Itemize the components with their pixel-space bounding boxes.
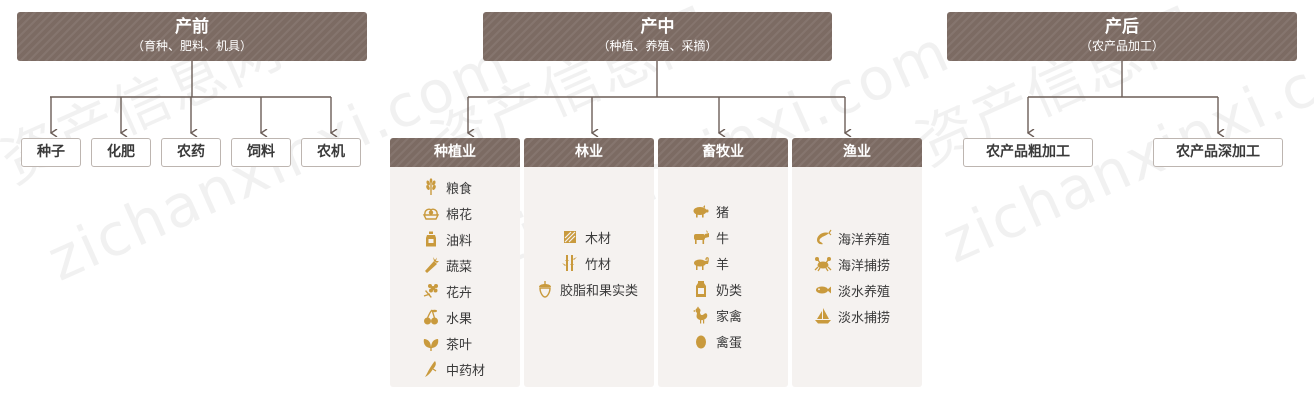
list-item: 淡水捕捞 — [814, 306, 890, 326]
flower-icon — [422, 282, 440, 300]
item-label: 竹材 — [585, 257, 612, 273]
item-label: 水果 — [446, 311, 473, 327]
item-label: 海洋捕捞 — [838, 258, 891, 274]
list-item: 禽蛋 — [692, 331, 742, 351]
item-label: 木材 — [585, 231, 612, 247]
list-item: 粮食 — [422, 177, 472, 197]
item-label: 胶脂和果实类 — [560, 283, 639, 299]
item-label: 中药材 — [446, 363, 486, 379]
item-label: 猪 — [716, 205, 730, 221]
fish-icon — [814, 281, 832, 299]
herb-root-icon — [422, 360, 440, 378]
cherry-icon — [422, 308, 440, 326]
list-item: 海洋捕捞 — [814, 254, 890, 274]
list-item: 胶脂和果实类 — [536, 279, 638, 299]
stage-title: 产后 — [1105, 17, 1139, 37]
pre-item-seed: 种子 — [21, 138, 81, 167]
column-forestry: 林业 木材 竹材 胶脂和果实类 — [524, 138, 654, 387]
list-item: 油料 — [422, 229, 472, 249]
bamboo-icon — [561, 254, 579, 272]
stage-subtitle: （种植、养殖、采摘） — [597, 39, 718, 53]
list-item: 猪 — [692, 201, 729, 221]
list-item: 海洋养殖 — [814, 228, 890, 248]
item-label: 蔬菜 — [446, 259, 473, 275]
stage-subtitle: （农产品加工） — [1079, 39, 1164, 53]
stage-subtitle: （育种、肥料、机具） — [131, 39, 252, 53]
column-title: 畜牧业 — [658, 138, 788, 167]
carrot-icon — [422, 256, 440, 274]
oil-bottle-icon — [422, 230, 440, 248]
item-label: 淡水养殖 — [838, 284, 891, 300]
post-item-deep: 农产品深加工 — [1153, 138, 1283, 167]
cotton-icon — [422, 204, 440, 222]
stage-title: 产中 — [640, 17, 675, 37]
column-planting: 种植业 粮食 棉花 油料 蔬菜 花卉 水果 茶叶 中药材 — [390, 138, 520, 387]
item-label: 茶叶 — [446, 337, 473, 353]
acorn-icon — [536, 280, 554, 298]
list-item: 水果 — [422, 307, 472, 327]
list-item: 家禽 — [692, 305, 742, 325]
item-label: 家禽 — [716, 309, 743, 325]
list-item: 蔬菜 — [422, 255, 472, 275]
sheep-icon — [692, 254, 710, 272]
wood-icon — [561, 228, 579, 246]
list-item: 花卉 — [422, 281, 472, 301]
column-title: 林业 — [524, 138, 654, 167]
list-item: 中药材 — [422, 359, 485, 379]
milk-icon — [692, 280, 710, 298]
list-item: 棉花 — [422, 203, 472, 223]
tea-leaf-icon — [422, 334, 440, 352]
list-item: 奶类 — [692, 279, 742, 299]
pre-item-machinery: 农机 — [301, 138, 361, 167]
list-item: 木材 — [561, 227, 611, 247]
list-item: 羊 — [692, 253, 729, 273]
chicken-icon — [692, 306, 710, 324]
list-item: 茶叶 — [422, 333, 472, 353]
item-label: 禽蛋 — [716, 335, 743, 351]
column-title: 种植业 — [390, 138, 520, 167]
column-title: 渔业 — [792, 138, 922, 167]
pre-item-feed: 饲料 — [231, 138, 291, 167]
shrimp-icon — [814, 229, 832, 247]
wheat-icon — [422, 178, 440, 196]
list-item: 牛 — [692, 227, 729, 247]
list-item: 竹材 — [561, 253, 611, 273]
item-label: 棉花 — [446, 207, 473, 223]
stage-title: 产前 — [175, 17, 209, 37]
egg-icon — [692, 332, 710, 350]
item-label: 海洋养殖 — [838, 232, 891, 248]
list-item: 淡水养殖 — [814, 280, 890, 300]
post-item-primary: 农产品粗加工 — [963, 138, 1093, 167]
pre-item-fertilizer: 化肥 — [91, 138, 151, 167]
pig-icon — [692, 202, 710, 220]
item-label: 羊 — [716, 257, 730, 273]
boat-icon — [814, 307, 832, 325]
item-label: 牛 — [716, 231, 730, 247]
item-label: 花卉 — [446, 285, 473, 301]
item-label: 淡水捕捞 — [838, 310, 891, 326]
cattle-icon — [692, 228, 710, 246]
item-label: 奶类 — [716, 283, 743, 299]
crab-icon — [814, 255, 832, 273]
stage-post: 产后 （农产品加工） — [947, 12, 1297, 61]
column-fishery: 渔业 海洋养殖 海洋捕捞 淡水养殖 淡水捕捞 — [792, 138, 922, 387]
item-label: 油料 — [446, 233, 473, 249]
stage-pre: 产前 （育种、肥料、机具） — [17, 12, 367, 61]
stage-mid: 产中 （种植、养殖、采摘） — [483, 12, 832, 61]
column-livestock: 畜牧业 猪 牛 羊 奶类 家禽 禽蛋 — [658, 138, 788, 387]
pre-item-pesticide: 农药 — [161, 138, 221, 167]
item-label: 粮食 — [446, 181, 473, 197]
